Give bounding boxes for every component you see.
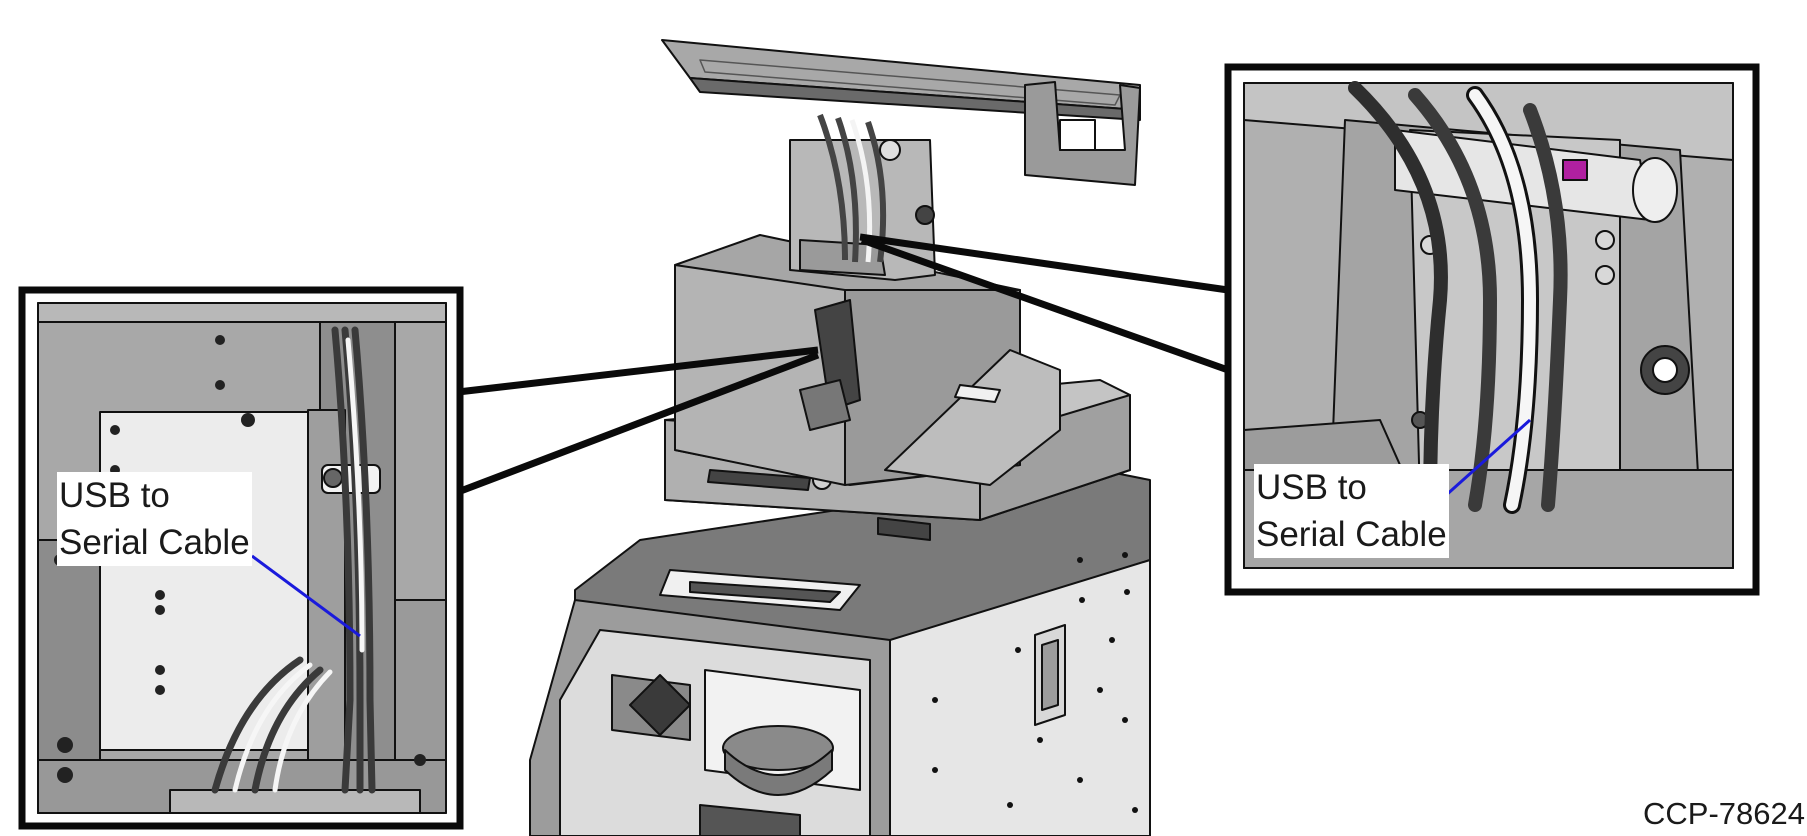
kiosk-main-unit: [529, 469, 1151, 836]
figure-id: CCP-78624: [1643, 796, 1805, 831]
callout-right-line1: USB to: [1256, 468, 1367, 507]
callout-label-right: USB to Serial Cable: [1254, 464, 1449, 558]
callout-connectors: [456, 233, 1230, 496]
right-leader-line: [1442, 418, 1532, 499]
side-panel-holes: [932, 552, 1138, 813]
callout-right-line2: Serial Cable: [1256, 515, 1447, 554]
left-leader-line: [251, 554, 361, 638]
left-connector-upper: [457, 346, 819, 396]
callout-label-left: USB to Serial Cable: [57, 472, 252, 566]
upper-module: [674, 234, 1061, 486]
left-connector-lower: [456, 351, 820, 496]
callout-left-line2: Serial Cable: [59, 523, 250, 562]
right-connector-lower: [860, 236, 1230, 374]
right-inset: [1224, 63, 1760, 596]
callout-left-line1: USB to: [59, 476, 170, 515]
right-connector-upper: [859, 233, 1229, 294]
card-reader: [884, 349, 1061, 486]
